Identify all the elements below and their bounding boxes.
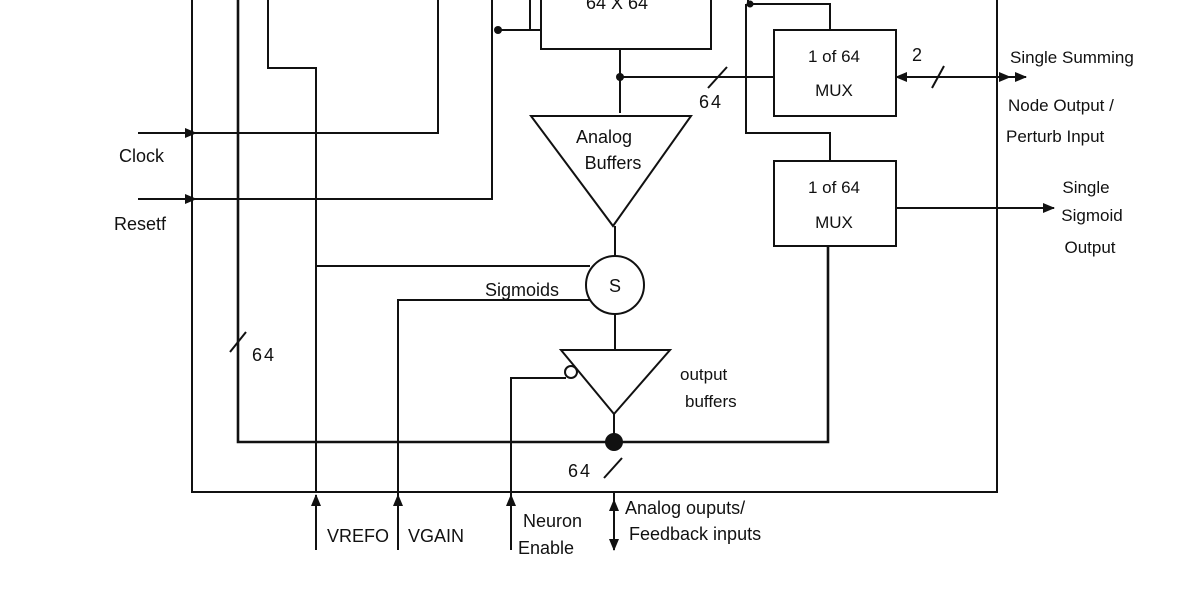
neuron-enable-wire: [510, 377, 566, 550]
summing-slash: [931, 65, 945, 89]
bottom-bus-slash: [603, 457, 623, 479]
summing-label-line1: Single Summing: [1010, 48, 1134, 67]
reset-wire: [138, 0, 493, 200]
mux-top: [773, 29, 897, 117]
bottom-junction: [605, 433, 623, 451]
clock-wire: [138, 0, 439, 134]
left-bus-slash: [229, 331, 247, 353]
mux-top-feed-junction: [746, 0, 754, 8]
mux-bottom-line1: 1 of 64: [808, 178, 860, 197]
core-feed-junction: [494, 26, 502, 34]
analog-io-line1: Analog ouputs/: [625, 498, 745, 518]
analog-io-line2: Feedback inputs: [629, 524, 761, 544]
left-bus-width: 64: [252, 345, 276, 365]
output-buffers: [558, 349, 673, 416]
core-block-label: 64 X 64: [586, 0, 648, 13]
analog-buffers: [529, 115, 693, 228]
inner-wire: [267, 0, 317, 492]
reset-label: Resetf: [114, 214, 167, 234]
core-block: [540, 0, 712, 50]
output-buffers-line1: output: [680, 365, 728, 384]
summing-width: 2: [912, 45, 922, 65]
sigmoid-out-line3: Output: [1064, 238, 1115, 257]
analog-buffers-line2: Buffers: [585, 153, 642, 173]
summing-label-line2: Node Output /: [1008, 96, 1114, 115]
enable-bubble: [564, 365, 578, 379]
sigmoids-label: Sigmoids: [485, 280, 559, 300]
vgain-label: VGAIN: [408, 526, 464, 546]
mux-bottom-line2: MUX: [815, 213, 853, 232]
vrefo-label: VREFO: [327, 526, 389, 546]
mux-bottom: [773, 160, 897, 247]
bottom-bus-width: 64: [568, 461, 592, 481]
mux-top-line1: 1 of 64: [808, 47, 860, 66]
chip-boundary: [191, 0, 998, 493]
sigmoid-out-line2: Sigmoid: [1061, 206, 1122, 225]
core-feed-wire: [498, 0, 531, 31]
core-to-mux-slash: [707, 66, 728, 89]
output-buffers-line2: buffers: [685, 392, 737, 411]
neuron-enable-line2: Enable: [518, 538, 574, 558]
clock-label: Clock: [119, 146, 165, 166]
sigmoid-out-line1: Single: [1062, 178, 1109, 197]
analog-buffers-line1: Analog: [576, 127, 632, 147]
core-output-junction: [616, 73, 624, 81]
mux-bottom-feed: [745, 4, 831, 161]
left-bus: [236, 0, 830, 444]
sigmoid-symbol: S: [609, 276, 621, 296]
summing-label-line3: Perturb Input: [1006, 127, 1105, 146]
vgain-wire: [397, 299, 590, 550]
core-to-mux-width: 64: [699, 92, 723, 112]
neuron-enable-line1: Neuron: [523, 511, 582, 531]
mux-top-feed: [747, 0, 831, 30]
mux-top-line2: MUX: [815, 81, 853, 100]
